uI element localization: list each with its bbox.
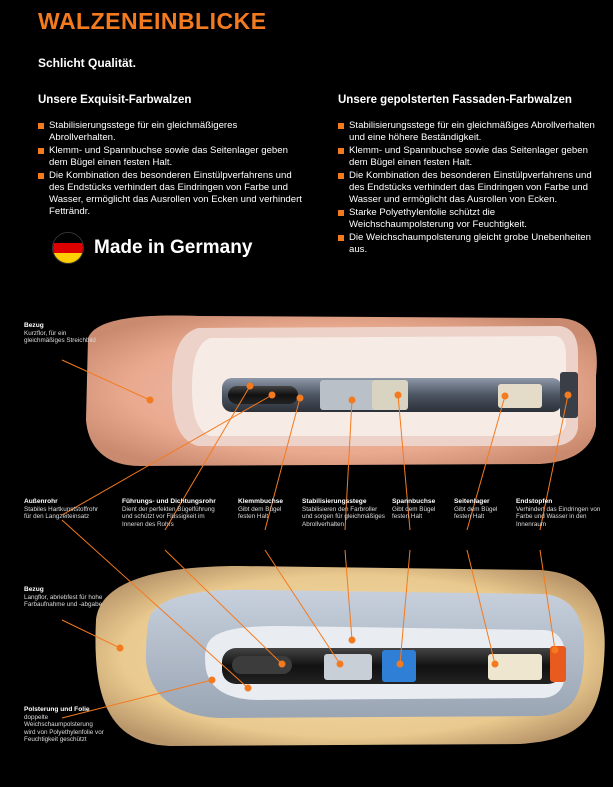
list-item: Stabilisierungsstege für ein gleichmäßig… (338, 120, 596, 144)
top-roller-illustration (86, 315, 597, 466)
leader-lines (61, 359, 572, 719)
left-column-heading: Unsere Exquisit-Farbwalzen (38, 94, 192, 106)
right-feature-list: Stabilisierungsstege für ein gleichmäßig… (338, 120, 596, 257)
list-item: Die Weichschaumpolsterung gleicht grobe … (338, 232, 596, 256)
made-in-text: Made in Germany (94, 237, 253, 258)
made-in-germany-badge: Made in Germany (52, 232, 252, 264)
list-item: Die Kombination des besonderen Einstülpv… (338, 170, 596, 206)
list-item: Die Kombination des besonderen Einstülpv… (38, 170, 306, 218)
list-item: Stabilisierungsstege für ein gleichmäßig… (38, 120, 306, 144)
bottom-roller-illustration (95, 566, 605, 746)
page-title: WALZENEINBLICKE (38, 8, 267, 34)
german-flag-icon (52, 232, 84, 264)
right-column-heading: Unsere gepolsterten Fassaden-Farbwalzen (338, 94, 572, 106)
page-subtitle: Schlicht Qualität. (38, 56, 137, 70)
left-feature-list: Stabilisierungsstege für ein gleichmäßig… (38, 120, 306, 219)
list-item: Klemm- und Spannbuchse sowie das Seitenl… (338, 145, 596, 169)
list-item: Starke Polyethylenfolie schützt die Weic… (338, 207, 596, 231)
list-item: Klemm- und Spannbuchse sowie das Seitenl… (38, 145, 306, 169)
